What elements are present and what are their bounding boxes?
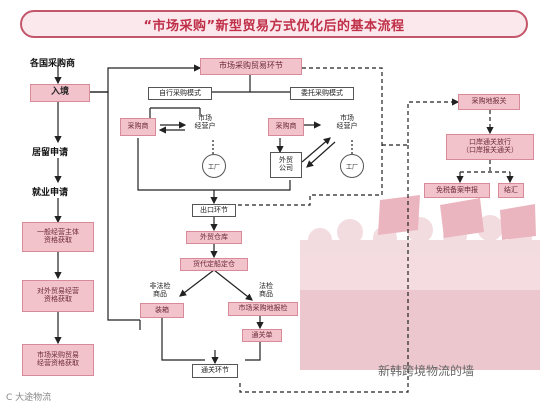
residence-label: 居留申请 (32, 148, 69, 158)
trade-link-box: 市场采购贸易环节 (200, 58, 302, 75)
buyer-a-box: 采购商 (120, 118, 156, 136)
factory-a-circle: 工厂 (202, 154, 226, 178)
port-release-box: 口岸通关放行 （口岸报关通关） (446, 134, 534, 160)
operator-b-label: 市场 经营户 (336, 114, 358, 131)
operator-a-label: 市场 经营户 (194, 114, 216, 131)
tax-exempt-box: 免税备案申报 (424, 183, 490, 198)
consolidation-box: 货代定船定仓 (180, 258, 248, 271)
non-legal-inspection-label: 非法检 商品 (149, 282, 171, 299)
watermark-left: C 大途物流 (6, 393, 52, 403)
factory-b-circle: 工厂 (340, 154, 364, 178)
packing-box: 装箱 (140, 303, 184, 318)
clearance-form-box: 通关单 (242, 329, 282, 342)
merchants-label: 各国采购商 (30, 59, 76, 69)
legal-inspection-label: 法检 商品 (259, 282, 273, 299)
general-entity-box: 一般经营主体 资格获取 (22, 222, 94, 252)
market-purchase-qualification-box: 市场采购贸易 经营资格获取 (22, 344, 94, 376)
declare-box: 采购地报关 (458, 94, 520, 110)
entrust-purchase-mode: 委托采购模式 (290, 87, 354, 100)
settlement-box: 结汇 (498, 183, 524, 198)
customs-link-box: 通关环节 (192, 364, 238, 378)
foreign-trade-company: 外贸 公司 (270, 152, 302, 178)
buyer-b-box: 采购商 (268, 118, 304, 136)
entry-box: 入境 (30, 84, 90, 102)
page-title: “市场采购”新型贸易方式优化后的基本流程 (20, 10, 528, 38)
export-link-box: 出口环节 (192, 204, 236, 217)
watermark-right: 新韩跨境物流的墙 (378, 364, 475, 378)
self-purchase-mode: 自行采购模式 (148, 87, 212, 100)
foreign-trade-box: 对外贸易经营 资格获取 (22, 280, 94, 312)
warehouse-box: 外贸仓库 (186, 231, 242, 244)
employment-label: 就业申请 (32, 188, 69, 198)
local-inspection-box: 市场采购地报检 (228, 302, 298, 316)
